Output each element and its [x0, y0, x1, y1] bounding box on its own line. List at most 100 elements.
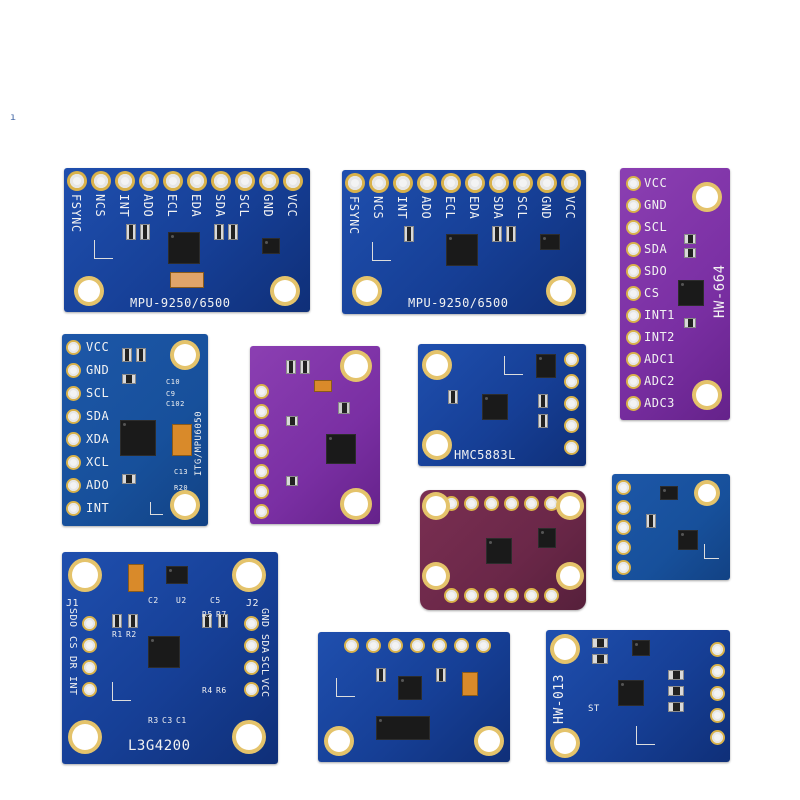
solder-pad — [712, 710, 723, 721]
solder-pad — [70, 174, 84, 188]
solder-pad — [68, 388, 79, 399]
smd-part — [112, 614, 122, 628]
ic-chip — [168, 232, 200, 264]
solder-pad — [262, 174, 276, 188]
pin-label: ECL — [443, 196, 457, 220]
part-label: R1 — [112, 630, 123, 639]
small-sensor-board — [612, 474, 730, 580]
smd-part — [684, 318, 696, 328]
part-label: C5 — [210, 596, 221, 605]
purple-sensor-board — [250, 346, 380, 524]
ic-chip — [120, 420, 156, 456]
solder-pad — [256, 426, 267, 437]
mount-hole — [554, 638, 576, 660]
pin-label: ADC3 — [644, 396, 675, 410]
regulator-chip — [262, 238, 280, 254]
pin-label: VCC — [86, 340, 110, 354]
pin-label: XCL — [86, 455, 110, 469]
pin-label: VCC — [259, 678, 270, 698]
pin-label: INT — [117, 194, 131, 218]
pin-label: CS — [644, 286, 660, 300]
board-name: HW-013 — [552, 674, 567, 724]
solder-pad — [246, 662, 257, 673]
part-label: J2 — [246, 598, 260, 609]
solder-pad — [628, 178, 639, 189]
axis-indicator — [372, 242, 391, 261]
pin-label: SCL — [515, 196, 529, 220]
pin-label: NCS — [371, 196, 385, 220]
solder-pad — [286, 174, 300, 188]
pin-label: SDO — [67, 608, 78, 628]
axis-indicator — [636, 726, 655, 745]
solder-pad — [84, 640, 95, 651]
capacitor — [172, 424, 192, 456]
solder-pad — [246, 684, 257, 695]
pin-label: GND — [259, 608, 270, 628]
solder-pad — [628, 354, 639, 365]
smd-part — [122, 474, 136, 484]
pin-label: ADC1 — [644, 352, 675, 366]
solder-pad — [190, 174, 204, 188]
solder-pad — [478, 640, 489, 651]
pin-label: GND — [86, 363, 110, 377]
solder-pad — [68, 480, 79, 491]
pin-label: ECL — [165, 194, 179, 218]
solder-pad — [246, 618, 257, 629]
capacitor — [314, 380, 332, 392]
solder-pad — [84, 618, 95, 629]
solder-pad — [68, 434, 79, 445]
ic-chip — [326, 434, 356, 464]
axis-indicator — [704, 544, 719, 559]
solder-pad — [390, 640, 401, 651]
board-name: HMC5883L — [454, 448, 516, 462]
mount-hole — [356, 280, 378, 302]
solder-pad — [466, 498, 477, 509]
mount-hole — [696, 384, 718, 406]
mount-hole — [560, 566, 580, 586]
pin-label: INT — [86, 501, 110, 515]
pin-label: XDA — [86, 432, 110, 446]
pin-label: GND — [644, 198, 668, 212]
smd-part — [228, 224, 238, 240]
part-label: C9 — [166, 390, 176, 398]
smd-part — [286, 476, 298, 486]
solder-pad — [566, 442, 577, 453]
pin-label: GND — [261, 194, 275, 218]
solder-pad — [526, 590, 537, 601]
ic-chip — [482, 394, 508, 420]
part-label: C102 — [166, 400, 185, 408]
pin-label: INT2 — [644, 330, 675, 344]
part-label: R4 — [202, 686, 213, 695]
smd-part — [376, 668, 386, 682]
pin-label: INT1 — [644, 308, 675, 322]
solder-pad — [618, 542, 629, 553]
pin-label: ADC2 — [644, 374, 675, 388]
regulator-chip — [540, 234, 560, 250]
ic-chip — [618, 680, 644, 706]
smd-part — [684, 234, 696, 244]
solder-pad — [256, 486, 267, 497]
solder-pad — [118, 174, 132, 188]
solder-pad — [68, 503, 79, 514]
solder-pad — [628, 310, 639, 321]
solder-pad — [486, 590, 497, 601]
ic-chip — [376, 716, 430, 740]
pin-label: VCC — [285, 194, 299, 218]
solder-pad — [628, 288, 639, 299]
pin-label: INT — [395, 196, 409, 220]
mount-hole — [426, 566, 446, 586]
solder-pad — [142, 174, 156, 188]
pin-label: NCS — [93, 194, 107, 218]
board-name: HW-664 — [712, 264, 728, 318]
solder-pad — [546, 590, 557, 601]
pin-label: SCL — [259, 656, 270, 676]
solder-pad — [84, 662, 95, 673]
pin-label: GND — [539, 196, 553, 220]
part-label: C13 — [174, 468, 189, 476]
corner-mark: ı — [10, 112, 17, 123]
smd-part — [538, 414, 548, 428]
smd-part — [668, 670, 684, 680]
maroon-sensor-board — [420, 490, 586, 610]
solder-pad — [396, 176, 410, 190]
smd-part — [140, 224, 150, 240]
